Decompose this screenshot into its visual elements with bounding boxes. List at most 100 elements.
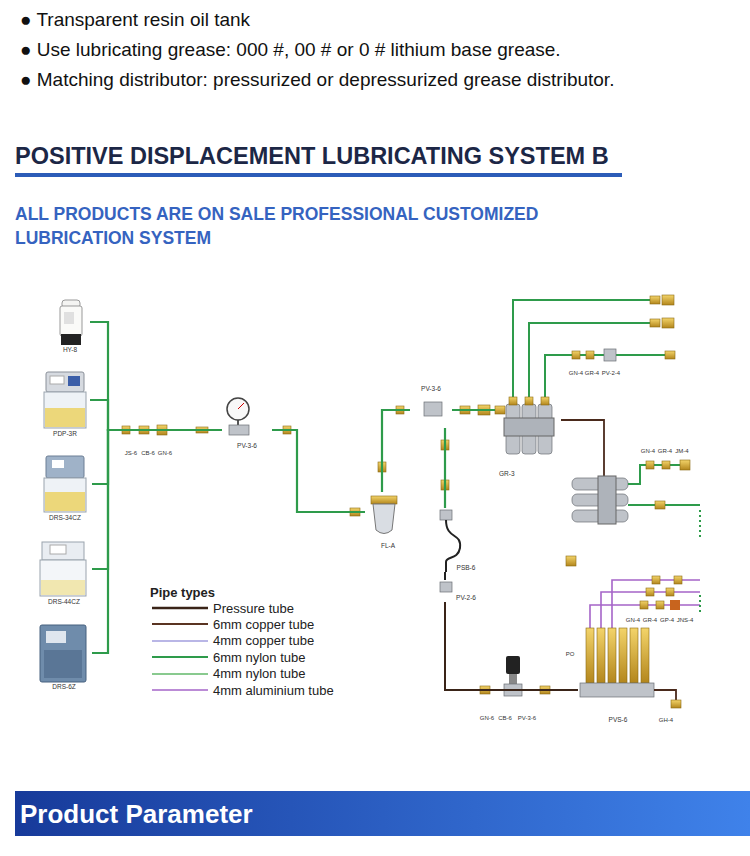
distributor-piston: [641, 628, 649, 683]
legend-text: 4mm aluminium tube: [213, 683, 334, 698]
pipe-line: [513, 300, 650, 397]
pump-body: [60, 306, 82, 336]
brass-fitting: [662, 318, 674, 328]
pipe-line: [561, 420, 604, 476]
fitting-label: JS-6: [124, 449, 138, 457]
pipe-sample: [152, 603, 208, 613]
brass-fitting: [495, 406, 505, 414]
pipe-connector: [92, 430, 222, 653]
brass-fitting: [650, 319, 660, 327]
brass-fitting: [525, 397, 533, 405]
gauge-needle: [238, 403, 244, 409]
pump-unit: DRS-34CZ: [38, 454, 92, 522]
title-underline: [15, 173, 622, 177]
legend-text: 4mm copper tube: [213, 633, 314, 648]
distributor-body: [504, 418, 554, 436]
pump-display: [50, 376, 64, 384]
legend-text: Pressure tube: [213, 601, 294, 616]
brass-fitting: [662, 461, 670, 469]
tank-oil: [41, 580, 85, 595]
valve-fitting: [670, 600, 680, 610]
part-code: DRS-6Z: [36, 683, 92, 691]
pipe-sample-line: [152, 673, 208, 675]
pipe-sample: [152, 685, 208, 695]
fitting-label: GN-4: [640, 447, 656, 455]
pump-window: [44, 650, 82, 678]
tee-body: [424, 402, 442, 416]
pump-panel: [68, 376, 80, 386]
legend-row: 4mm aluminium tube: [152, 682, 334, 698]
part-code: DRS-34CZ: [38, 514, 92, 522]
pump-head: [42, 542, 84, 560]
part-code: PDP-3R: [40, 430, 90, 438]
distributor-base: [580, 683, 654, 697]
tee-joint: PV-3-6: [410, 385, 452, 428]
pump-unit: DRS-44CZ: [36, 540, 92, 606]
pipe-sample-line: [152, 656, 208, 658]
fitting-label: CB-6: [140, 449, 156, 457]
filter-head: [371, 496, 397, 504]
legend-row: Pressure tube: [152, 600, 294, 616]
legend-row: 4mm nylon tube: [152, 666, 306, 682]
tee-joint: PV-2-6: [436, 580, 496, 602]
part-code: PV-3-6: [222, 442, 272, 450]
pipe-connector: [92, 430, 222, 484]
feature-bullet: ● Matching distributor: pressurized or d…: [20, 69, 614, 91]
section-band: [15, 791, 750, 836]
tee-body: [604, 349, 616, 361]
flex-hose: PSB-6: [436, 508, 496, 572]
fitting-label: GN-4: [625, 616, 641, 624]
section-heading: Product Parameter: [20, 799, 253, 829]
legend-text: 6mm copper tube: [213, 617, 314, 632]
fitting-label: PV-2-4: [601, 369, 621, 377]
pipe-connector: [444, 572, 446, 580]
fitting-label: GN-6: [479, 714, 495, 722]
distributor-piston: [597, 628, 605, 683]
brass-fitting: [572, 351, 580, 359]
fitting-label: GR-4: [584, 369, 600, 377]
tee-body: [440, 582, 452, 592]
brass-fitting: [655, 501, 665, 509]
pipe-sample: [152, 669, 208, 679]
brass-fitting: [671, 700, 681, 708]
pump-unit: PDP-3R: [40, 370, 90, 438]
pipe-sample-line: [152, 640, 208, 642]
part-code: PSB-6: [436, 564, 496, 572]
tank-oil: [45, 492, 85, 511]
pump-plate: [64, 312, 74, 324]
feature-bullet: ● Use lubricating grease: 000 #, 00 # or…: [20, 39, 561, 61]
pipe-line: [612, 580, 700, 628]
brass-fitting: [509, 397, 517, 405]
tee-body: [440, 510, 452, 520]
fitting-label: PV-3-6: [517, 714, 537, 722]
pipe-connector: [272, 430, 365, 512]
fitting-label: GN-4: [568, 369, 584, 377]
part-code: GR-3: [499, 470, 561, 478]
distributor-piston: [619, 628, 627, 683]
pipe-line: [601, 592, 700, 628]
pump-tank: [40, 560, 86, 596]
fitting-label: CB-6: [497, 714, 513, 722]
pump-base: [61, 334, 81, 345]
brass-fitting: [541, 397, 549, 405]
part-code: PVS-6: [578, 716, 658, 724]
pipe-connector: [445, 602, 578, 690]
distributor-body: [598, 476, 616, 524]
pressure-switch: [506, 656, 520, 674]
legend-text: 6mm nylon tube: [213, 650, 306, 665]
part-code: PV-3-6: [410, 385, 452, 393]
pump-display: [52, 460, 64, 468]
brass-fitting: [646, 588, 654, 596]
pump-head: [46, 456, 84, 478]
part-code: HY-8: [50, 346, 90, 354]
distributor-piston: [608, 628, 616, 683]
pipe-connector: [382, 410, 410, 492]
part-label: PO: [565, 650, 576, 658]
pump-tank: [44, 478, 86, 512]
brass-elbow: [566, 556, 576, 566]
legend-row: 4mm copper tube: [152, 633, 314, 649]
switch-stem: [509, 674, 517, 684]
legend-row: 6mm nylon tube: [152, 649, 306, 665]
pipe-connector: [92, 430, 222, 569]
fitting-label: JM-4: [674, 447, 689, 455]
